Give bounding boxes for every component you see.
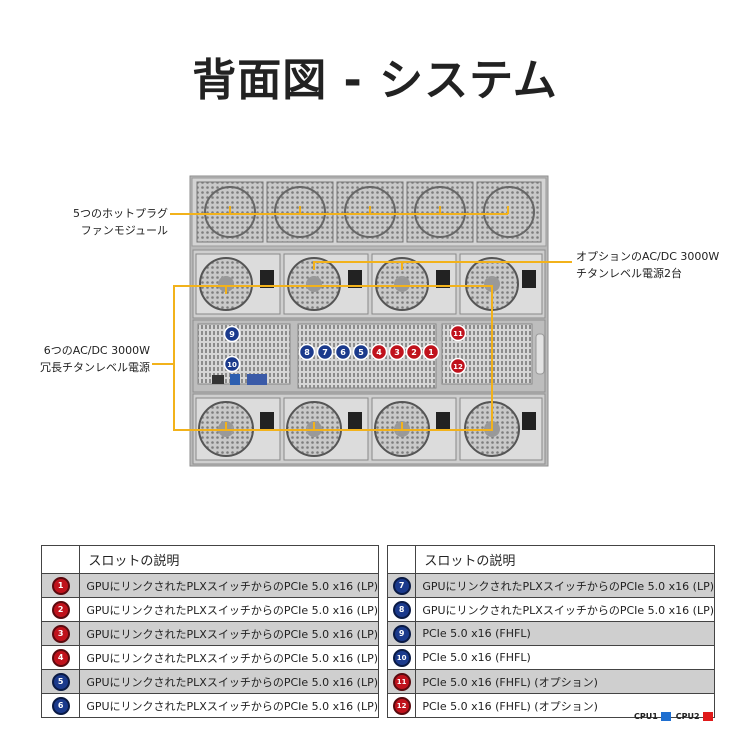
fan-module-5: [476, 181, 542, 243]
slot-badge-label: 7: [322, 348, 328, 357]
slot-description: GPUにリンクされたPLXスイッチからのPCIe 5.0 x16 (LP): [415, 573, 715, 598]
slot-description: PCIe 5.0 x16 (FHFL) (オプション): [415, 669, 715, 694]
table-row: 3 GPUにリンクされたPLXスイッチからのPCIe 5.0 x16 (LP): [40, 621, 379, 646]
slot-badge-2: 2: [51, 600, 70, 619]
slot-badge-label: 4: [376, 348, 382, 357]
slot-description: PCIe 5.0 x16 (FHFL) (オプション): [415, 693, 715, 718]
table-header-blank: [386, 545, 417, 574]
table-row: 2 GPUにリンクされたPLXスイッチからのPCIe 5.0 x16 (LP): [40, 597, 379, 622]
slot-badge-10: 10: [392, 648, 411, 667]
table-header-row: スロットの説明: [386, 545, 715, 574]
slot-badge-label: 10: [227, 361, 237, 369]
callout-optional-psu-line1: オプションのAC/DC 3000W: [576, 250, 720, 263]
slot-badge-3: 3: [388, 343, 406, 361]
slot-badge-6: 6: [51, 696, 70, 715]
slot-badge-12: 12: [449, 357, 467, 375]
slot-badge-label: 6: [340, 348, 346, 357]
callout-fans-line2: ファンモジュール: [80, 224, 168, 237]
usb-ports: [230, 374, 240, 385]
rj45-port: [212, 375, 224, 384]
slot-badge-8: 8: [298, 343, 316, 361]
slot-badge-label: 11: [453, 330, 463, 338]
callout-optional-psu-line2: チタンレベル電源2台: [576, 267, 682, 280]
slot-badge-7: 7: [392, 576, 411, 595]
table-row: 6 GPUにリンクされたPLXスイッチからのPCIe 5.0 x16 (LP): [40, 693, 379, 718]
callout-psu: 6つのAC/DC 3000W 冗長チタンレベル電源: [30, 342, 150, 376]
slot-badge-10: 10: [223, 355, 241, 373]
psu-top-3: [371, 253, 457, 315]
slot-description: PCIe 5.0 x16 (FHFL): [415, 621, 715, 646]
callout-fans: 5つのホットプラグ ファンモジュール: [62, 205, 168, 239]
callout-line-optional-psu: [313, 261, 572, 270]
legend-cpu2-swatch: [702, 712, 713, 721]
psu-top-1: [195, 253, 281, 315]
legend-cpu2-label: CPU2: [675, 712, 700, 721]
slot-badge-label: 12: [453, 363, 463, 371]
table-header: スロットの説明: [415, 545, 715, 574]
callout-psu-line2: 冗長チタンレベル電源: [40, 361, 150, 374]
table-row: 5 GPUにリンクされたPLXスイッチからのPCIe 5.0 x16 (LP): [40, 669, 379, 694]
slot-description: GPUにリンクされたPLXスイッチからのPCIe 5.0 x16 (LP): [79, 645, 379, 670]
callout-line-psu: [173, 285, 493, 431]
callout-fans-line1: 5つのホットプラグ: [73, 207, 168, 220]
slot-badge-label: 1: [428, 348, 434, 357]
slot-badge-4: 4: [370, 343, 388, 361]
slot-badge-7: 7: [316, 343, 334, 361]
slot-description: GPUにリンクされたPLXスイッチからのPCIe 5.0 x16 (LP): [415, 597, 715, 622]
slot-description: GPUにリンクされたPLXスイッチからのPCIe 5.0 x16 (LP): [79, 669, 379, 694]
slot-badge-5: 5: [51, 672, 70, 691]
slot-badge-5: 5: [352, 343, 370, 361]
slot-badge-11: 11: [449, 324, 467, 342]
table-header-row: スロットの説明: [40, 545, 379, 574]
slot-description: PCIe 5.0 x16 (FHFL): [415, 645, 715, 670]
slot-badge-8: 8: [392, 600, 411, 619]
cpu-legend: CPU1 CPU2: [634, 712, 718, 721]
slot-description: GPUにリンクされたPLXスイッチからのPCIe 5.0 x16 (LP): [79, 573, 379, 598]
table-row: 1 GPUにリンクされたPLXスイッチからのPCIe 5.0 x16 (LP): [40, 573, 379, 598]
callout-optional-psu: オプションのAC/DC 3000W チタンレベル電源2台: [576, 248, 719, 282]
slot-badge-1: 1: [51, 576, 70, 595]
table-row: 4 GPUにリンクされたPLXスイッチからのPCIe 5.0 x16 (LP): [40, 645, 379, 670]
slot-badge-4: 4: [51, 648, 70, 667]
slot-badge-11: 11: [392, 672, 411, 691]
slot-badge-label: 5: [358, 348, 364, 357]
slot-badge-label: 3: [394, 348, 400, 357]
legend-cpu1-swatch: [660, 712, 671, 721]
table-header-blank: [40, 545, 81, 574]
slot-description: GPUにリンクされたPLXスイッチからのPCIe 5.0 x16 (LP): [79, 693, 379, 718]
slot-badge-2: 2: [405, 343, 423, 361]
slot-description: GPUにリンクされたPLXスイッチからのPCIe 5.0 x16 (LP): [79, 597, 379, 622]
slot-badge-label: 8: [304, 348, 310, 357]
page-title: 背面図 - システム: [192, 55, 558, 106]
callout-lines: [152, 206, 572, 431]
callout-psu-line1: 6つのAC/DC 3000W: [43, 344, 150, 357]
table-header: スロットの説明: [79, 545, 379, 574]
server-rear-view: 9 10 8 7 6 5 4 3 2 1 11 12: [152, 175, 572, 467]
slot-description: GPUにリンクされたPLXスイッチからのPCIe 5.0 x16 (LP): [79, 621, 379, 646]
slot-badge-label: 2: [411, 348, 417, 357]
slot-badge-label: 9: [229, 330, 235, 339]
legend-cpu1-label: CPU1: [634, 712, 658, 721]
slot-badge-9: 9: [392, 624, 411, 643]
slot-badge-6: 6: [334, 343, 352, 361]
slot-badge-12: 12: [392, 696, 411, 715]
vga-port: [247, 374, 267, 385]
slot-badge-9: 9: [223, 325, 241, 343]
psu-top-2: [283, 253, 369, 315]
slot-badge-1: 1: [422, 343, 440, 361]
slot-badge-3: 3: [51, 624, 70, 643]
